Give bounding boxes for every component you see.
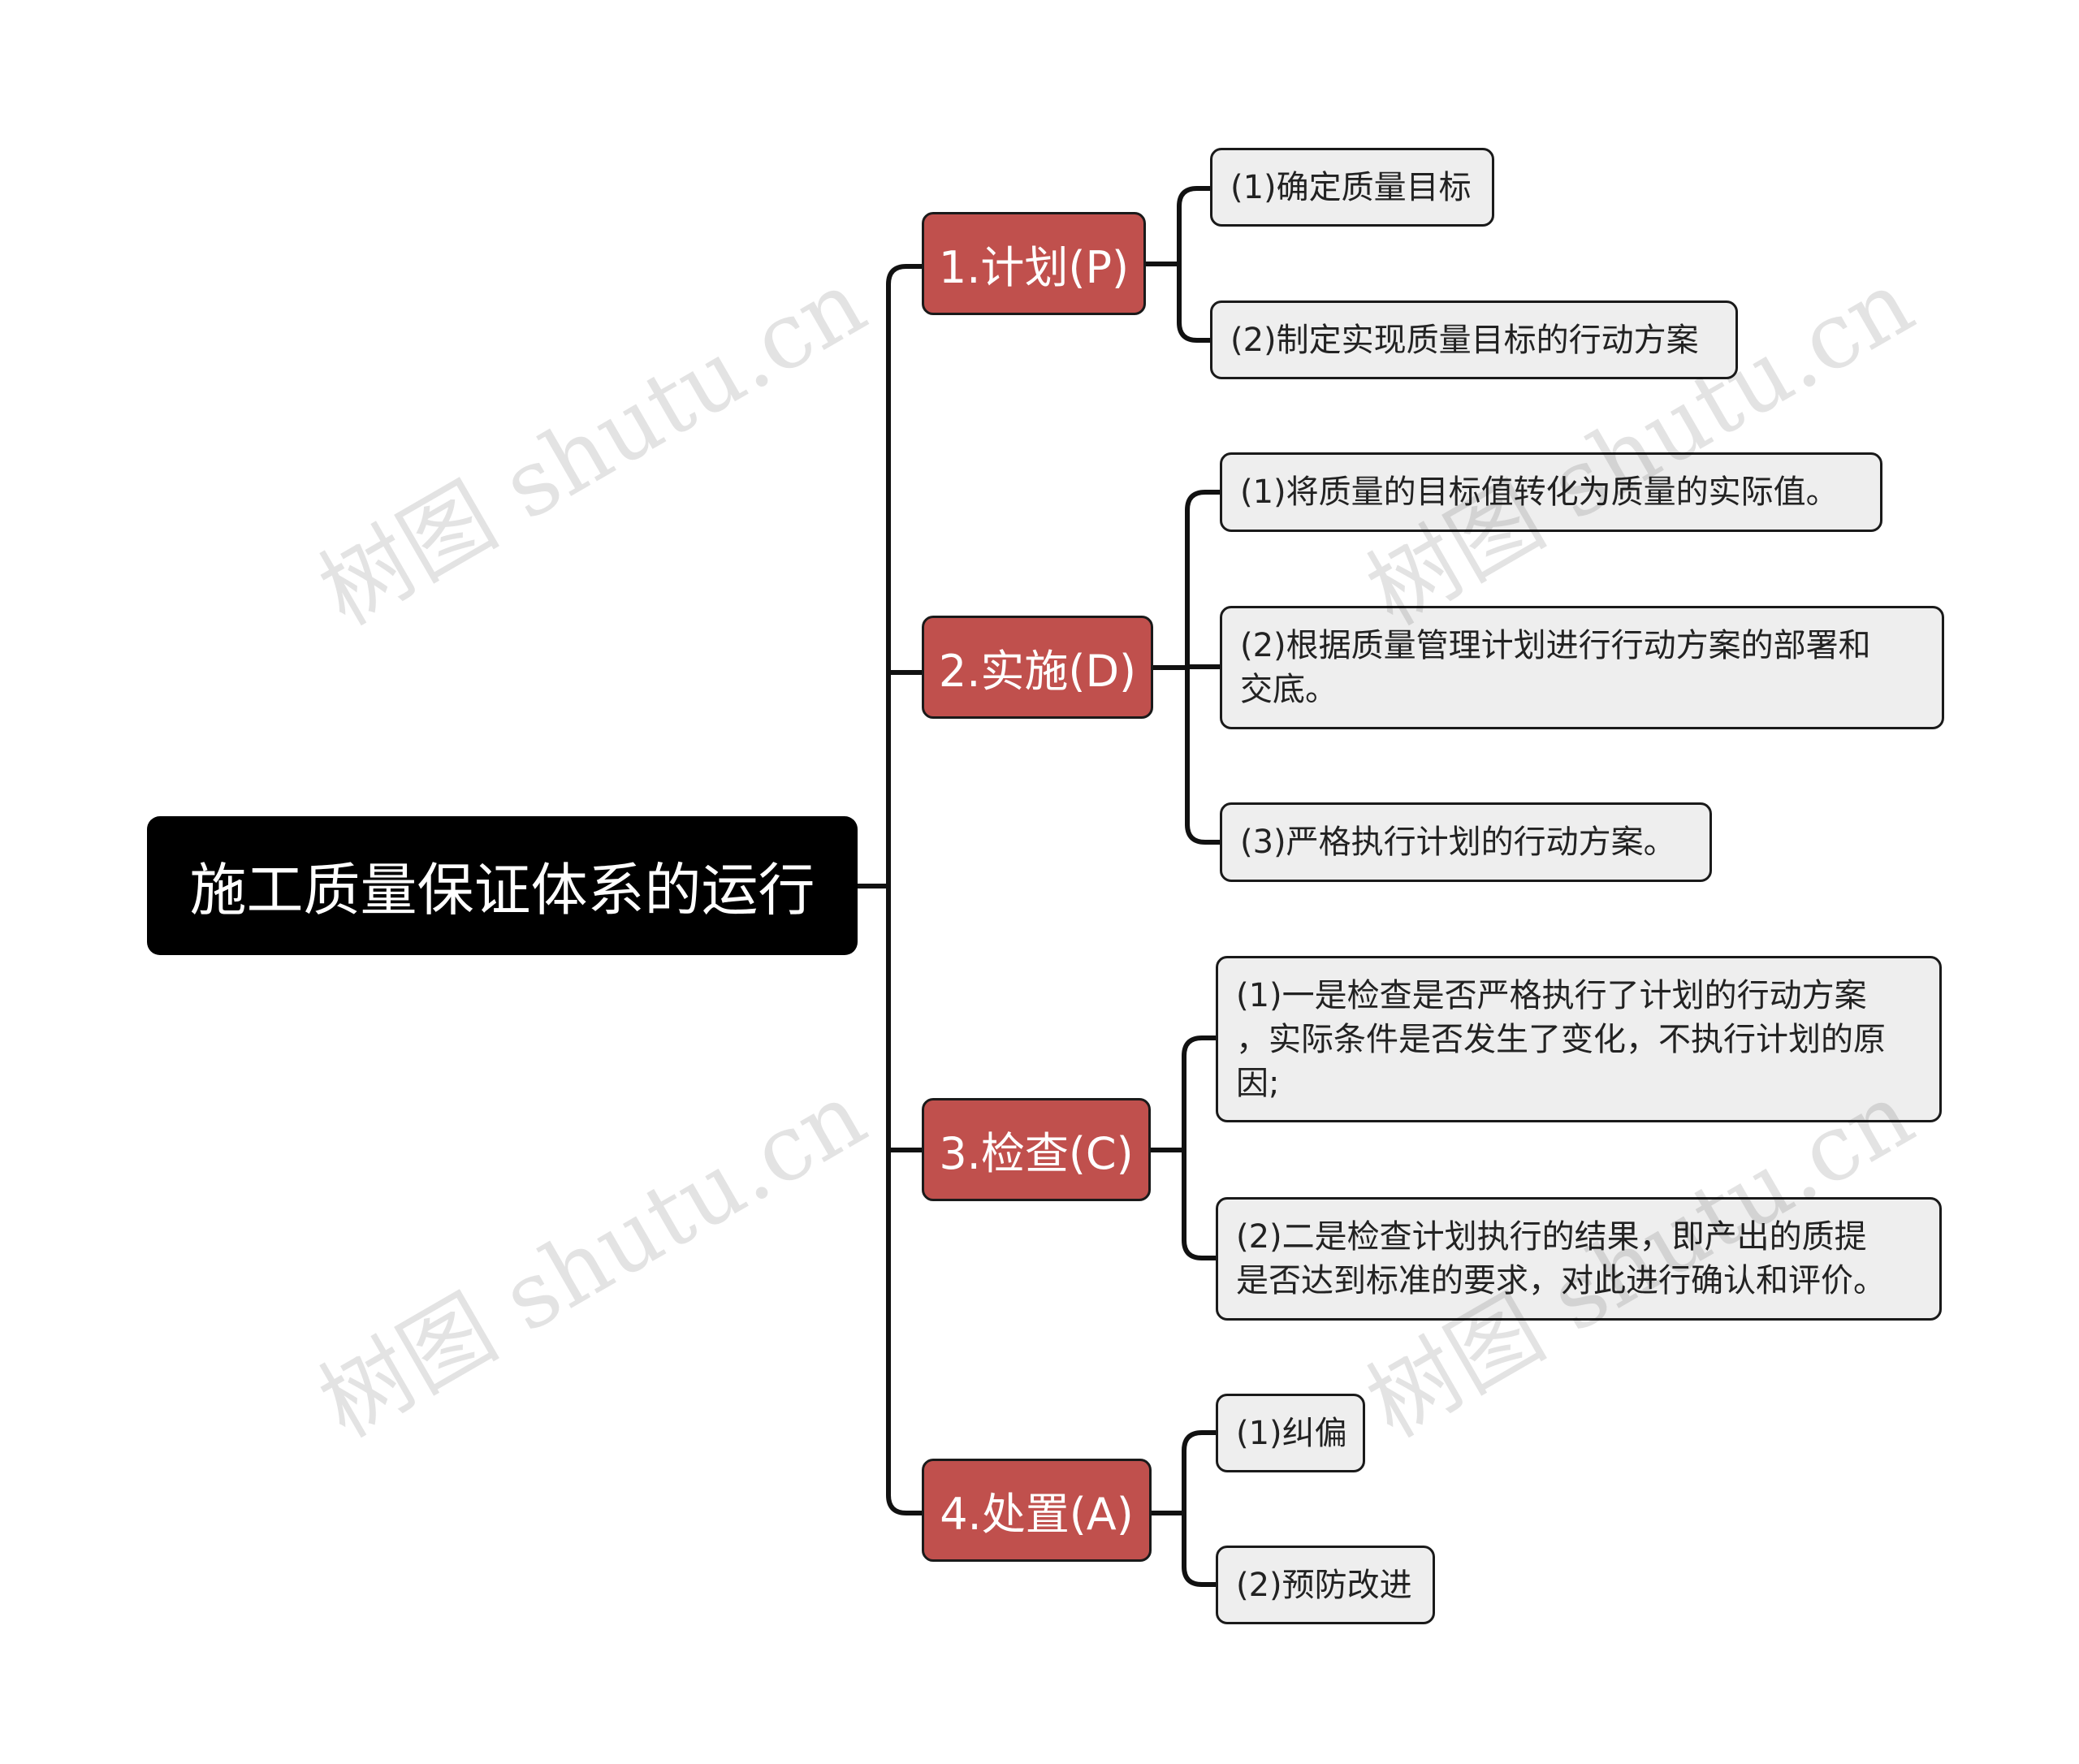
leaf-check-1[interactable]: (1)一是检查是否严格执行了计划的行动方案 ，实际条件是否发生了变化，不执行计划… xyxy=(1216,956,1942,1122)
branch-label: 4.处置(A) xyxy=(940,1489,1134,1540)
leaf-check-2[interactable]: (2)二是检查计划执行的结果，即产出的质提 是否达到标准的要求，对此进行确认和评… xyxy=(1216,1197,1942,1321)
branch-label: 2.实施(D) xyxy=(938,646,1137,697)
leaf-plan-2[interactable]: (2)制定实现质量目标的行动方案 xyxy=(1210,300,1738,379)
leaf-label: (1)将质量的目标值转化为质量的实际值。 xyxy=(1240,473,1839,511)
branch-plan[interactable]: 1.计划(P) xyxy=(922,212,1146,315)
leaf-act-2[interactable]: (2)预防改进 xyxy=(1216,1546,1435,1624)
leaf-line: (2)二是检查计划执行的结果，即产出的质提 xyxy=(1236,1218,1867,1256)
branch-do[interactable]: 2.实施(D) xyxy=(922,616,1153,719)
leaf-line: 因; xyxy=(1236,1064,1280,1102)
leaf-do-2[interactable]: (2)根据质量管理计划进行行动方案的部署和 交底。 xyxy=(1220,606,1944,729)
leaf-label: (1)纠偏 xyxy=(1236,1414,1347,1452)
leaf-line: (1)一是检查是否严格执行了计划的行动方案 xyxy=(1236,976,1867,1014)
leaf-act-1[interactable]: (1)纠偏 xyxy=(1216,1394,1365,1472)
leaf-label: (2)制定实现质量目标的行动方案 xyxy=(1230,321,1699,359)
leaf-plan-1[interactable]: (1)确定质量目标 xyxy=(1210,148,1494,227)
leaf-do-1[interactable]: (1)将质量的目标值转化为质量的实际值。 xyxy=(1220,452,1882,532)
branch-act[interactable]: 4.处置(A) xyxy=(922,1459,1152,1562)
leaf-line: 是否达到标准的要求，对此进行确认和评价。 xyxy=(1236,1262,1886,1299)
leaf-line: ，实际条件是否发生了变化，不执行计划的原 xyxy=(1236,1020,1886,1058)
root-topic-label: 施工质量保证体系的运行 xyxy=(189,857,815,923)
leaf-label: (1)确定质量目标 xyxy=(1230,168,1472,206)
branch-label: 3.检查(C) xyxy=(939,1128,1134,1179)
branch-label: 1.计划(P) xyxy=(938,242,1130,293)
leaf-do-3[interactable]: (3)严格执行计划的行动方案。 xyxy=(1220,802,1712,882)
leaf-line: 交底。 xyxy=(1240,671,1338,708)
leaf-label: (2)预防改进 xyxy=(1236,1566,1412,1604)
leaf-line: (2)根据质量管理计划进行行动方案的部署和 xyxy=(1240,627,1871,664)
leaf-label: (3)严格执行计划的行动方案。 xyxy=(1240,824,1676,861)
branch-check[interactable]: 3.检查(C) xyxy=(922,1098,1151,1201)
root-topic[interactable]: 施工质量保证体系的运行 xyxy=(147,816,858,955)
